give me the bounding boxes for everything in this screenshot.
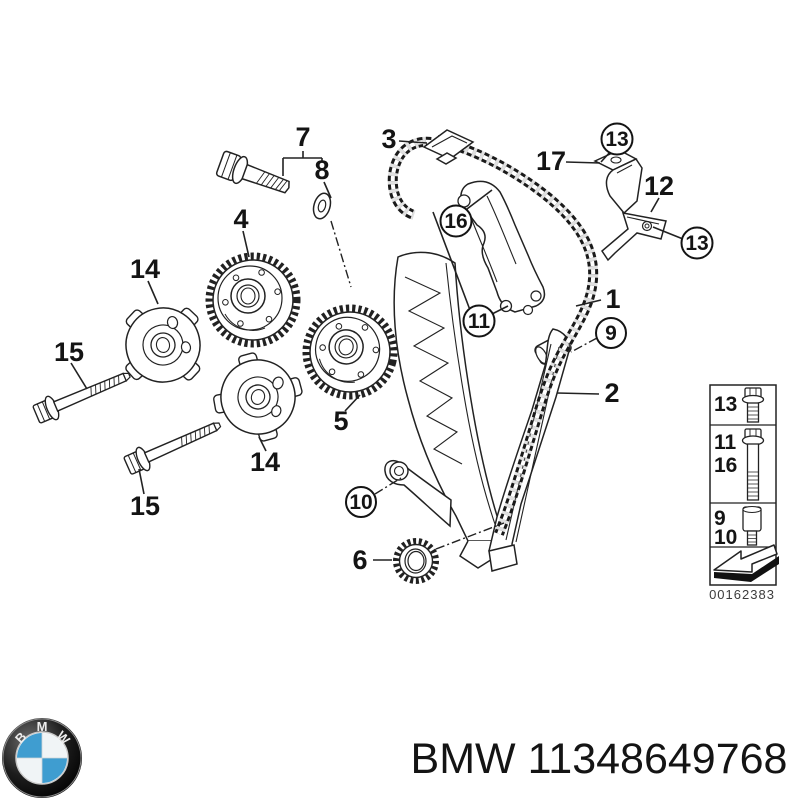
callout-14-bottom[interactable]: 14	[250, 447, 280, 477]
callout-9-circled[interactable]: 9	[595, 317, 627, 349]
callout-8[interactable]: 8	[314, 155, 329, 185]
legend-label-13: 13	[714, 393, 737, 416]
svg-text:9: 9	[605, 322, 617, 345]
callout-13-circled-top[interactable]: 13	[600, 122, 634, 156]
part-number-caption: BMW 11348649768	[411, 735, 788, 783]
callout-7[interactable]: 7	[295, 122, 310, 152]
leader-lines	[70, 140, 684, 561]
legend-box: 13 11 16 9 10	[709, 384, 779, 586]
svg-text:11: 11	[468, 310, 491, 333]
callout-1[interactable]: 1	[605, 284, 620, 314]
callout-13-circled-right[interactable]: 13	[680, 226, 714, 260]
svg-text:16: 16	[444, 210, 467, 233]
guide-rail-drawing	[384, 251, 507, 569]
callout-14-top[interactable]: 14	[130, 254, 160, 284]
svg-text:13: 13	[605, 128, 628, 151]
rail-pivot-bore	[389, 461, 409, 481]
roundel-quadrant-blue-tl	[17, 733, 42, 758]
callout-10-circled[interactable]: 10	[345, 486, 377, 518]
bolt-15-top-drawing	[30, 362, 135, 427]
callout-5[interactable]: 5	[333, 406, 348, 436]
doc-number: 00162383	[709, 587, 775, 602]
long-bolt-icon	[741, 428, 765, 501]
crank-sprocket-drawing	[393, 538, 439, 584]
svg-text:13: 13	[685, 232, 708, 255]
stud-icon	[742, 506, 762, 546]
legend-label-11: 11	[714, 431, 737, 454]
bolt-15-bottom-drawing	[121, 412, 226, 479]
vanos-gear-exhaust-drawing	[297, 299, 404, 406]
callout-3[interactable]: 3	[381, 124, 396, 154]
roundel-letter-m: M	[37, 719, 48, 734]
upper-chain-guide-drawing	[422, 129, 475, 165]
bmw-roundel-logo: B M W	[2, 718, 82, 798]
callout-12[interactable]: 12	[644, 171, 674, 201]
legend-label-9: 9	[714, 507, 726, 530]
callout-17[interactable]: 17	[536, 146, 566, 176]
timing-chain-drawing	[387, 135, 599, 536]
bracket-17-drawing	[593, 149, 643, 215]
callout-11-circled[interactable]: 11	[462, 304, 496, 338]
bolt-7-drawing	[214, 148, 295, 202]
roundel-quadrant-blue-br	[42, 758, 67, 783]
callout-4[interactable]: 4	[233, 204, 248, 234]
callout-15-top[interactable]: 15	[54, 337, 84, 367]
short-bolt-icon	[741, 387, 765, 423]
callout-15-bottom[interactable]: 15	[130, 491, 160, 521]
legend-label-16: 16	[714, 454, 737, 477]
sensor-wheel-bottom-drawing	[203, 342, 312, 451]
svg-text:10: 10	[349, 491, 372, 514]
chain-guide-bracket-drawing	[457, 180, 546, 316]
callout-6[interactable]: 6	[352, 545, 367, 575]
vanos-gear-intake-drawing	[209, 256, 297, 344]
legend-label-10: 10	[714, 526, 737, 549]
washer-8-drawing	[312, 192, 332, 220]
callout-16-circled[interactable]: 16	[439, 204, 473, 238]
callout-2[interactable]: 2	[604, 378, 619, 408]
bracket-12-drawing	[601, 212, 667, 262]
direction-arrow-icon	[713, 544, 779, 582]
